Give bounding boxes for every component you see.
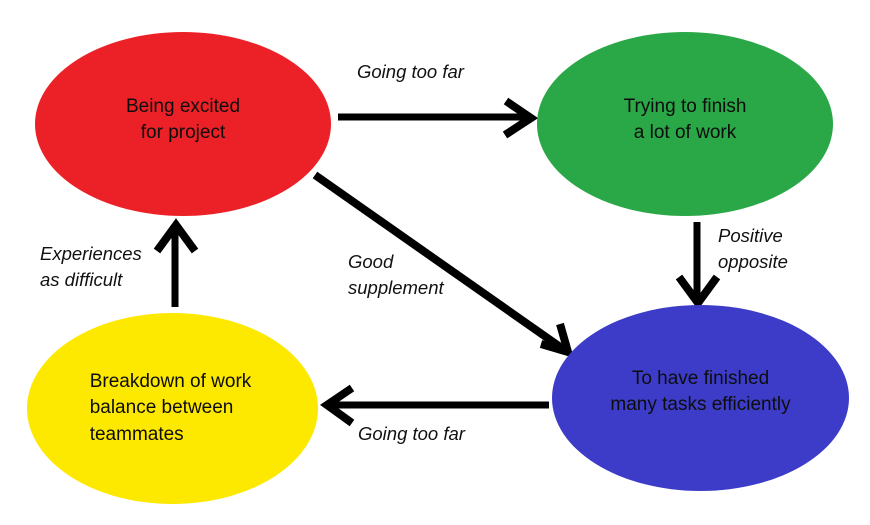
edge-label-yellow-to-red: Experiences as difficult (40, 243, 142, 291)
arrow-green-to-blue (675, 222, 721, 310)
node-label: To have finished many tasks efficiently (610, 367, 791, 415)
node-trying-to-finish-a-lot-of-work[interactable]: Trying to finish a lot of work (537, 32, 833, 216)
edge-label-red-to-green: Going too far (357, 61, 464, 82)
node-to-have-finished-many-tasks-efficiently[interactable]: To have finished many tasks efficiently (552, 305, 849, 491)
node-label: Breakdown of work balance between teamma… (89, 371, 252, 445)
arrow-red-to-green (338, 97, 539, 139)
node-label: Trying to finish a lot of work (623, 95, 747, 143)
edge-label-green-to-blue: Positive opposite (718, 225, 788, 273)
node-being-excited-for-project[interactable]: Being excited for project (35, 32, 331, 216)
edge-label-blue-to-yellow: Going too far (358, 423, 465, 444)
node-breakdown-of-work-balance-between-teammates[interactable]: Breakdown of work balance between teamma… (27, 313, 318, 504)
arrow-yellow-to-red (153, 218, 199, 307)
arrow-blue-to-yellow (320, 384, 549, 427)
edge-label-red-to-blue: Good supplement (348, 251, 444, 299)
node-label: Being excited for project (125, 95, 241, 143)
